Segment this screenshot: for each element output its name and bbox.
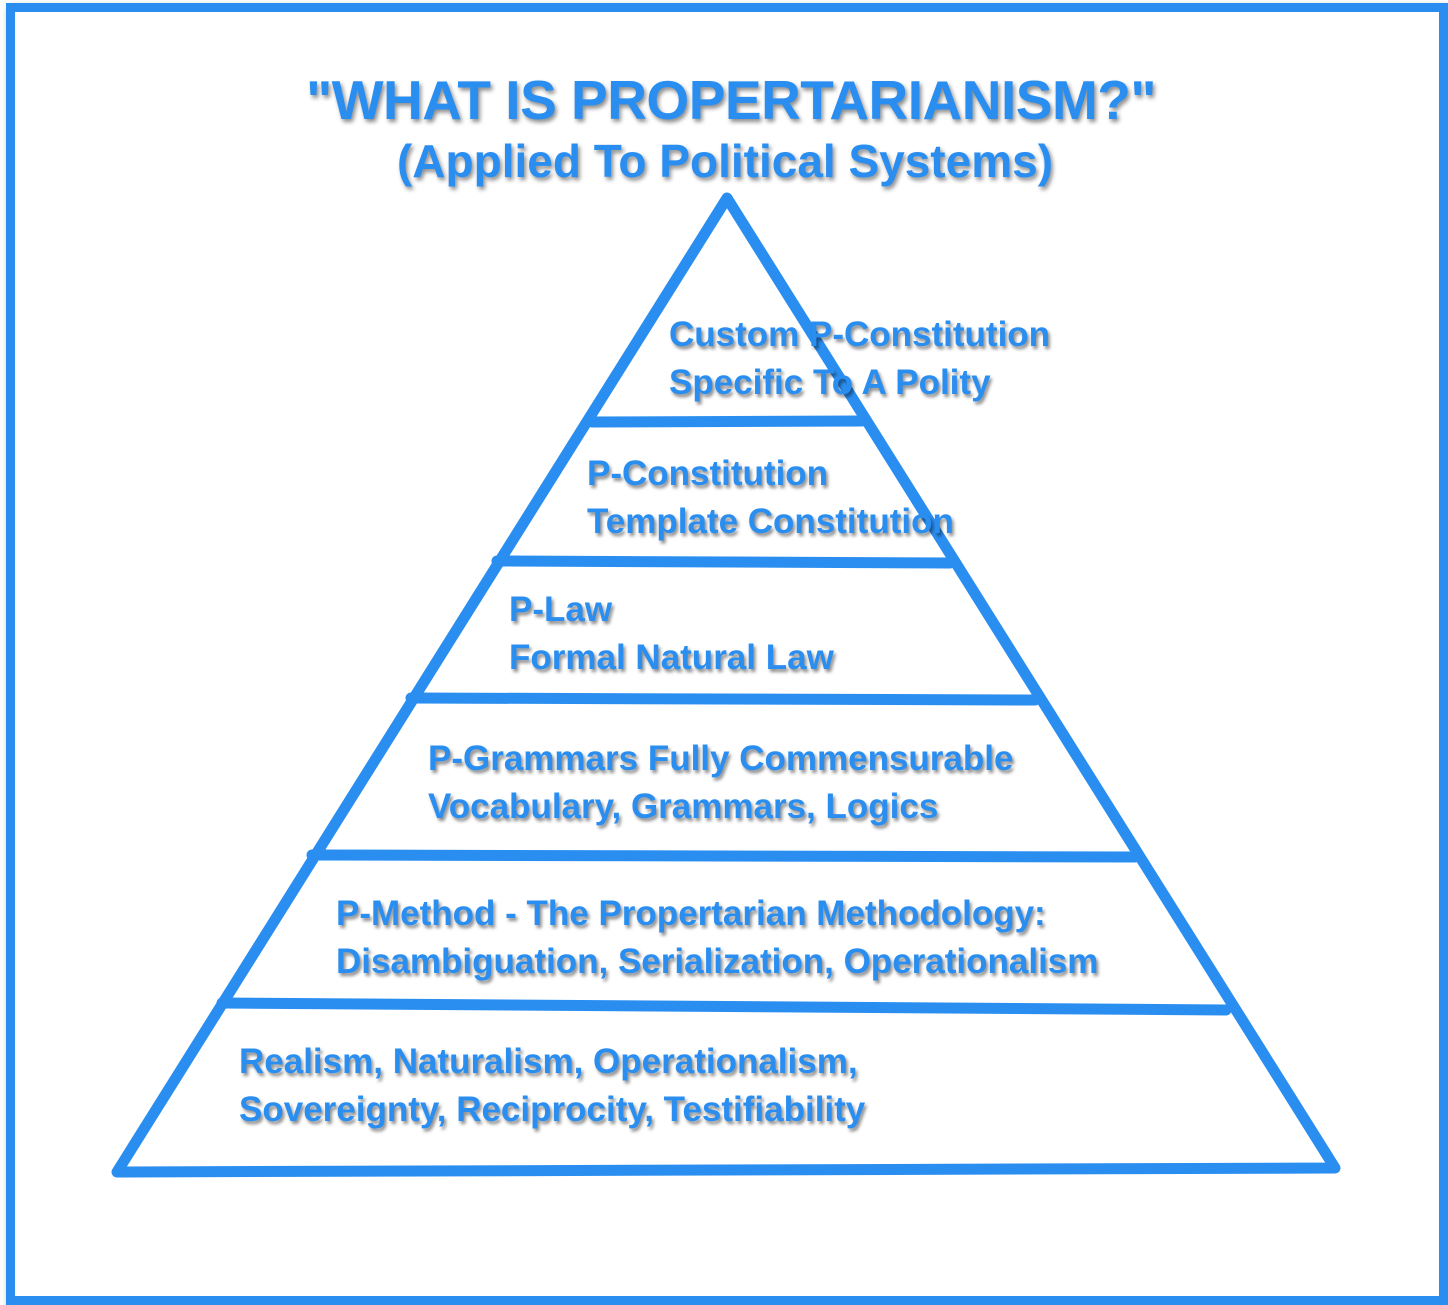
tier-label-line: Realism, Naturalism, Operationalism, xyxy=(239,1042,858,1081)
tier-divider-1 xyxy=(586,415,868,428)
tier-label-p-method: P-Method - The Propertarian Methodology:… xyxy=(336,890,1098,986)
tier-label-line: Specific To A Polity xyxy=(669,363,991,402)
tier-label-line: P-Law xyxy=(509,590,613,629)
tier-label-line: Formal Natural Law xyxy=(509,638,834,677)
tier-divider-2 xyxy=(491,555,956,569)
diagram-title: "WHAT IS PROPERTARIANISM?" xyxy=(306,69,1156,131)
tier-label-line: Custom P-Constitution xyxy=(669,315,1051,354)
tier-label-line: Sovereignty, Reciprocity, Testifiability xyxy=(239,1090,866,1129)
tier-divider-5 xyxy=(216,997,1232,1016)
tier-label-line: P-Grammars Fully Commensurable xyxy=(428,739,1014,778)
tier-label-p-law: P-Law Formal Natural Law xyxy=(509,586,834,682)
title-block: "WHAT IS PROPERTARIANISM?" (Applied To P… xyxy=(0,68,1448,190)
tier-label-line: Disambiguation, Serialization, Operation… xyxy=(336,942,1099,981)
tier-label-custom-p-constitution: Custom P-Constitution Specific To A Poli… xyxy=(669,311,1050,407)
tier-divider-3 xyxy=(405,692,1041,706)
tier-label-p-constitution: P-Constitution Template Constitution xyxy=(587,450,954,546)
tier-divider-4 xyxy=(306,849,1141,863)
tier-label-line: Vocabulary, Grammars, Logics xyxy=(428,787,939,826)
tier-label-foundations: Realism, Naturalism, Operationalism, Sov… xyxy=(239,1038,865,1134)
tier-label-line: Template Constitution xyxy=(587,502,954,541)
pyramid-outline xyxy=(111,192,1341,1178)
tier-label-line: P-Constitution xyxy=(587,454,829,493)
tier-label-line: P-Method - The Propertarian Methodology: xyxy=(336,894,1046,933)
diagram-frame xyxy=(6,3,1448,1305)
tier-label-p-grammars: P-Grammars Fully Commensurable Vocabular… xyxy=(428,735,1013,831)
diagram-subtitle: (Applied To Political Systems) xyxy=(396,135,1054,187)
